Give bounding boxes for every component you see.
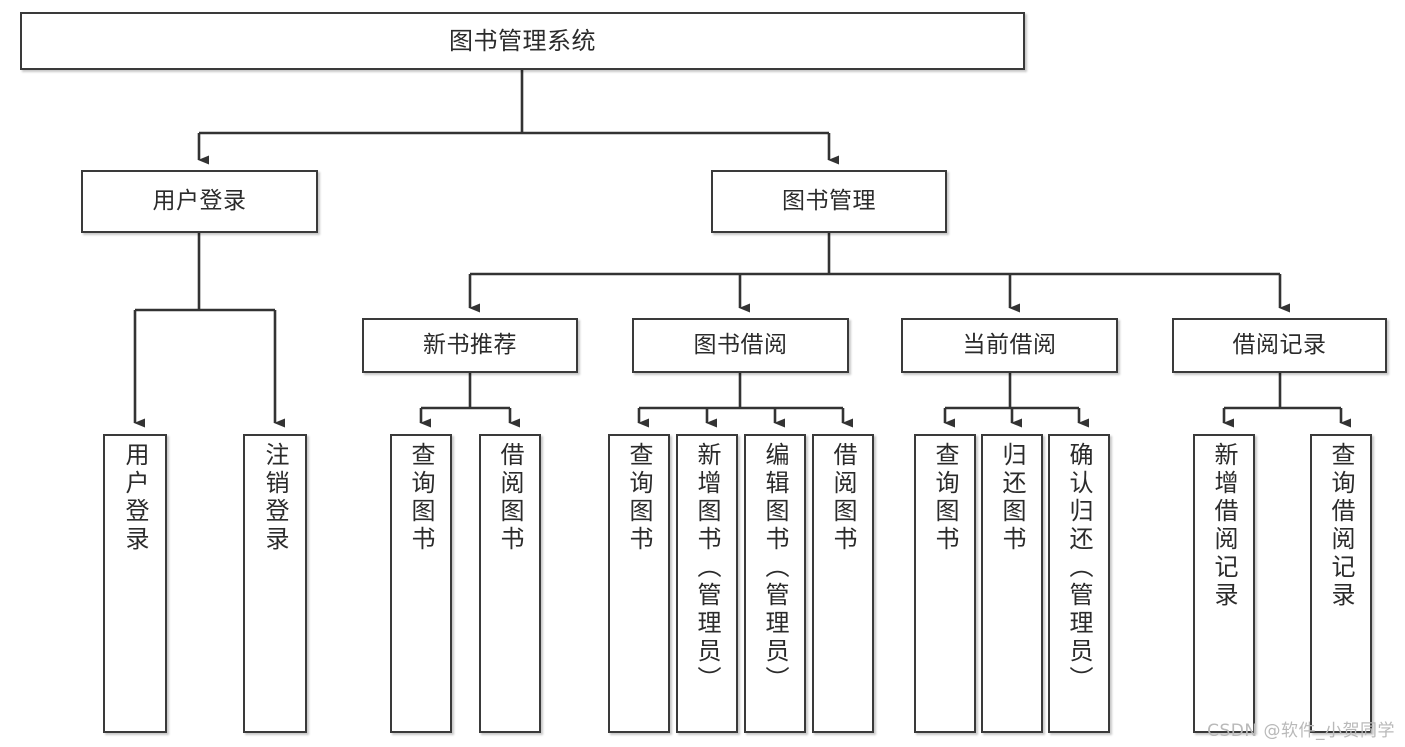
leaf-current-query-book[interactable]: 查询图书 <box>914 434 976 733</box>
node-label: 图书管理系统 <box>449 26 596 55</box>
node-book-management[interactable]: 图书管理 <box>711 170 947 233</box>
node-label: 图书借阅 <box>693 331 788 358</box>
node-book-borrow[interactable]: 图书借阅 <box>632 318 849 373</box>
node-label: 用户登录 <box>121 442 149 554</box>
leaf-user-login-signin[interactable]: 用户登录 <box>103 434 167 733</box>
node-label: 当前借阅 <box>962 331 1057 358</box>
node-label: 编辑图书（管理员） <box>761 442 789 694</box>
node-current-borrow[interactable]: 当前借阅 <box>901 318 1118 373</box>
node-label: 归还图书 <box>998 442 1026 554</box>
node-label: 借阅图书 <box>496 442 524 554</box>
leaf-recommend-query-book[interactable]: 查询图书 <box>390 434 452 733</box>
node-borrow-records[interactable]: 借阅记录 <box>1172 318 1387 373</box>
leaf-borrow-query-book[interactable]: 查询图书 <box>608 434 670 733</box>
node-label: 用户登录 <box>152 187 247 214</box>
leaf-records-query-record[interactable]: 查询借阅记录 <box>1310 434 1372 733</box>
leaf-borrow-edit-book-admin[interactable]: 编辑图书（管理员） <box>744 434 806 733</box>
node-label: 确认归还（管理员） <box>1065 442 1093 694</box>
node-label: 查询图书 <box>931 442 959 554</box>
node-label: 图书管理 <box>782 187 876 214</box>
leaf-user-login-signout[interactable]: 注销登录 <box>243 434 307 733</box>
leaf-recommend-borrow-book[interactable]: 借阅图书 <box>479 434 541 733</box>
leaf-current-confirm-return-admin[interactable]: 确认归还（管理员） <box>1048 434 1110 733</box>
node-label: 新增图书（管理员） <box>693 442 721 694</box>
node-label: 查询借阅记录 <box>1327 442 1355 610</box>
node-label: 查询图书 <box>625 442 653 554</box>
node-root-system[interactable]: 图书管理系统 <box>20 12 1025 70</box>
node-label: 查询图书 <box>407 442 435 554</box>
node-label: 借阅图书 <box>829 442 857 554</box>
csdn-watermark: CSDN @软件_小贺同学 <box>1207 721 1395 741</box>
node-label: 新增借阅记录 <box>1210 442 1238 610</box>
node-label: 新书推荐 <box>423 331 517 358</box>
node-label: 借阅记录 <box>1232 331 1327 358</box>
leaf-current-return-book[interactable]: 归还图书 <box>981 434 1043 733</box>
leaf-records-add-record[interactable]: 新增借阅记录 <box>1193 434 1255 733</box>
node-label: 注销登录 <box>261 442 289 554</box>
leaf-borrow-add-book-admin[interactable]: 新增图书（管理员） <box>676 434 738 733</box>
leaf-borrow-borrow-book[interactable]: 借阅图书 <box>812 434 874 733</box>
node-user-login[interactable]: 用户登录 <box>81 170 318 233</box>
node-new-book-recommend[interactable]: 新书推荐 <box>362 318 578 373</box>
